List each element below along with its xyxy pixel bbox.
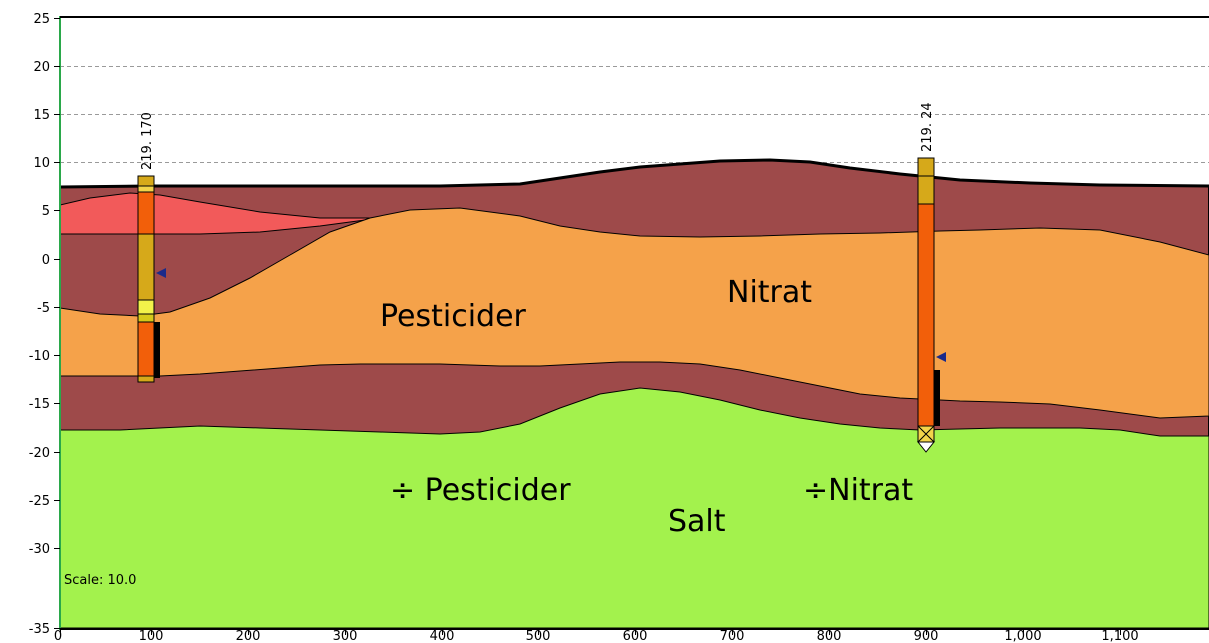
x-tick-label: 1,000	[1004, 629, 1041, 643]
label-pesticider: Pesticider	[380, 299, 527, 334]
x-tick-label: 200	[236, 629, 261, 643]
y-tick-label: -35	[29, 622, 50, 637]
borehole-2[interactable]	[916, 157, 946, 453]
y-tick-label: 0	[42, 253, 50, 268]
y-tick-label: -5	[37, 301, 50, 316]
y-axis-ticks: 25 20 15 10 5 0 -5 -10 -15 -20 -25 -30 -…	[29, 12, 60, 637]
x-axis-ticks: 0 100 200 300 400 500 600 700 800 900 1,…	[54, 629, 1139, 643]
borehole-1[interactable]	[137, 175, 166, 383]
x-tick-label: 1,100	[1101, 629, 1138, 643]
y-tick-label: 5	[42, 204, 50, 219]
label-nitrat: Nitrat	[727, 275, 812, 310]
scale-text: Scale: 10.0	[64, 573, 136, 588]
x-tick-label: 100	[139, 629, 164, 643]
water-level-icon	[936, 352, 946, 362]
water-level-icon	[156, 268, 166, 278]
x-tick-label: 500	[526, 629, 551, 643]
x-tick-label: 400	[430, 629, 455, 643]
borehole-1-label: 219. 170	[140, 112, 155, 170]
y-tick-label: -10	[29, 349, 50, 364]
x-tick-label: 300	[333, 629, 358, 643]
borehole-2-label: 219. 24	[920, 102, 935, 152]
y-tick-label: -20	[29, 446, 50, 461]
x-tick-label: 900	[914, 629, 939, 643]
y-tick-label: 20	[33, 60, 50, 75]
salt-water-zone	[60, 387, 1209, 628]
terrain-surface	[59, 158, 1209, 189]
label-salt: Salt	[668, 504, 726, 539]
x-tick-label: 0	[54, 629, 62, 643]
y-tick-label: 15	[33, 108, 50, 123]
label-no-nitrat: ÷Nitrat	[803, 473, 913, 508]
label-no-pesticider: ÷ Pesticider	[390, 473, 571, 508]
y-tick-label: -15	[29, 397, 50, 412]
x-tick-label: 600	[623, 629, 648, 643]
x-tick-label: 700	[720, 629, 745, 643]
y-tick-label: 10	[33, 156, 50, 171]
y-tick-label: -30	[29, 542, 50, 557]
x-tick-label: 800	[817, 629, 842, 643]
y-tick-label: 25	[33, 12, 50, 27]
y-tick-label: -25	[29, 494, 50, 509]
